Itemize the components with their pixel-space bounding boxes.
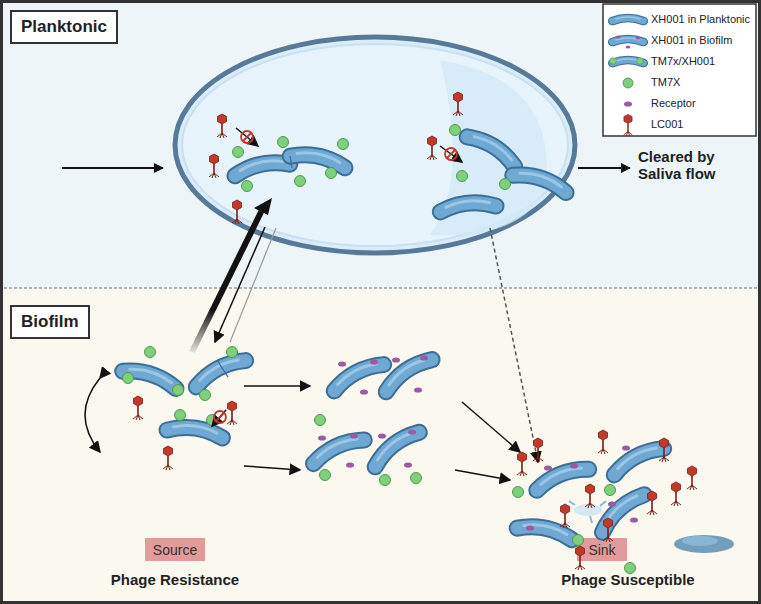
status-tag: Sink — [577, 538, 627, 561]
status-tag: Source — [145, 538, 205, 561]
tag-text: Sink — [588, 542, 615, 558]
tag-text: Source — [153, 542, 197, 558]
region-band: Source Sink — [0, 288, 761, 604]
region-band — [0, 0, 761, 288]
